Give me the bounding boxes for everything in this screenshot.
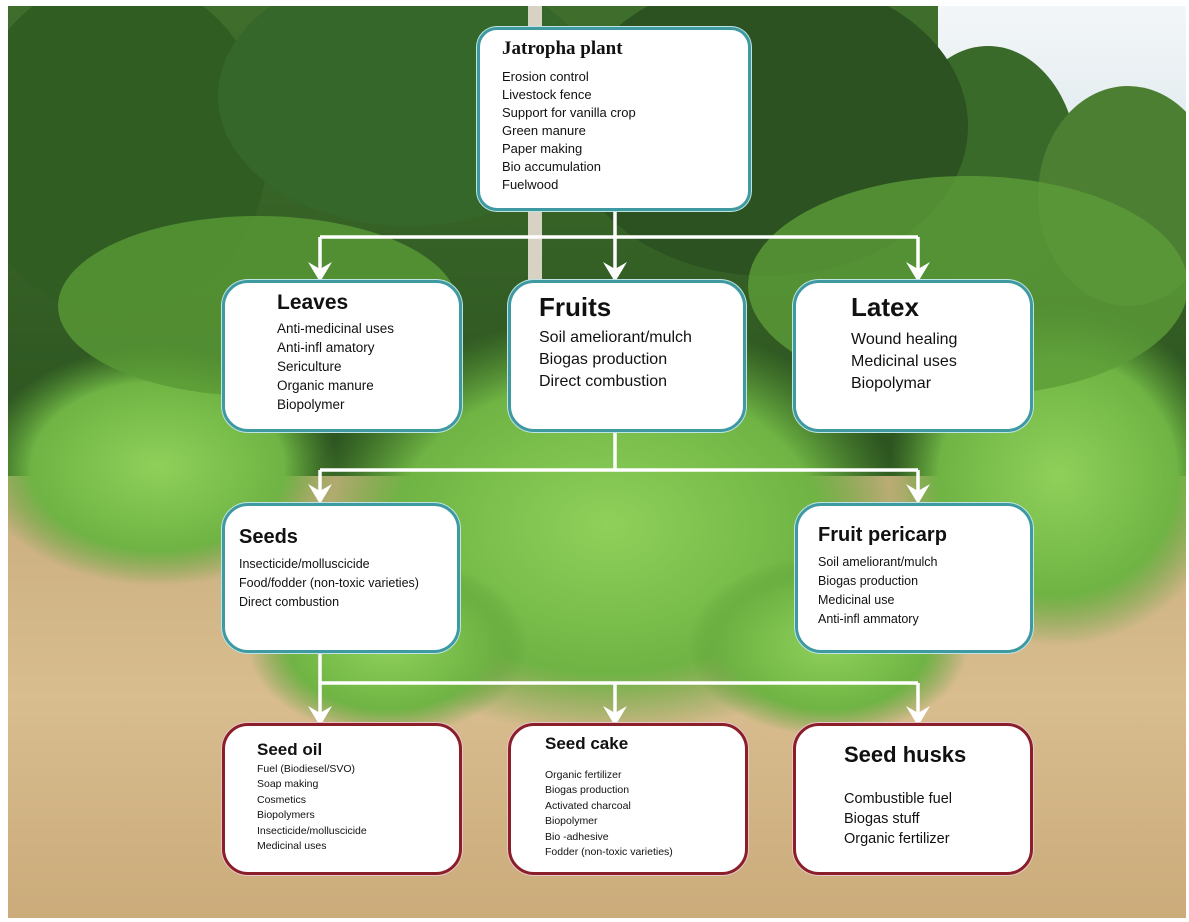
use-item: Biopolymer bbox=[545, 815, 598, 828]
node-uses-list: Fuel (Biodiesel/SVO) Soap making Cosmeti… bbox=[257, 762, 449, 855]
use-item: Anti-infl amatory bbox=[277, 340, 375, 356]
arrowhead bbox=[906, 706, 930, 726]
node-title: Fruit pericarp bbox=[818, 524, 947, 546]
use-item: Biogas production bbox=[818, 574, 919, 588]
use-item: Medicinal uses bbox=[257, 840, 327, 853]
node-uses-list: Erosion control Livestock fence Support … bbox=[502, 68, 726, 194]
jatropha-plant-box: Jatropha plant Erosion control Livestock… bbox=[477, 27, 751, 211]
arrowhead bbox=[906, 484, 930, 504]
seed-oil-box: Seed oil Fuel (Biodiesel/SVO) Soap makin… bbox=[222, 723, 462, 875]
use-item: Bio -adhesive bbox=[545, 830, 609, 843]
use-item: Support for vanilla crop bbox=[502, 104, 636, 120]
use-item: Activated charcoal bbox=[545, 799, 631, 812]
node-title: Seed oil bbox=[257, 740, 323, 759]
use-item: Sericulture bbox=[277, 359, 342, 375]
use-item: Anti-infl ammatory bbox=[818, 612, 919, 626]
seed-husks-box: Seed husks Combustible fuel Biogas stuff… bbox=[793, 723, 1033, 875]
node-title: Seed cake bbox=[545, 734, 629, 753]
use-item: Fuelwood bbox=[502, 176, 559, 192]
seed-cake-box: Seed cake Organic fertilizer Biogas prod… bbox=[508, 723, 748, 875]
use-item: Wound healing bbox=[851, 330, 958, 348]
arrowhead bbox=[308, 484, 332, 504]
leaves-box: Leaves Anti-medicinal uses Anti-infl ama… bbox=[222, 280, 462, 432]
use-item: Fodder (non-toxic varieties) bbox=[545, 846, 673, 859]
arrowhead bbox=[308, 706, 332, 726]
use-item: Cosmetics bbox=[257, 793, 307, 806]
use-item: Combustible fuel bbox=[844, 791, 952, 808]
seeds-box: Seeds Insecticide/molluscicide Food/fodd… bbox=[222, 503, 460, 653]
arrowhead bbox=[603, 262, 627, 282]
use-item: Soap making bbox=[257, 778, 319, 791]
use-item: Biopolymer bbox=[277, 397, 345, 413]
node-uses-list: Soil ameliorant/mulch Biogas production … bbox=[818, 553, 1018, 629]
use-item: Fuel (Biodiesel/SVO) bbox=[257, 762, 356, 775]
use-item: Insecticide/molluscicide bbox=[257, 824, 367, 837]
use-item: Erosion control bbox=[502, 68, 589, 84]
use-item: Biopolymar bbox=[851, 374, 932, 392]
use-item: Organic manure bbox=[277, 378, 374, 394]
use-item: Soil ameliorant/mulch bbox=[818, 555, 938, 569]
node-title: Fruits bbox=[539, 292, 612, 322]
node-uses-list: Organic fertilizer Biogas production Act… bbox=[545, 768, 735, 861]
use-item: Biogas stuff bbox=[844, 811, 920, 828]
arrowhead bbox=[603, 706, 627, 726]
node-uses-list: Anti-medicinal uses Anti-infl amatory Se… bbox=[277, 319, 439, 414]
arrowhead bbox=[308, 262, 332, 282]
arrowhead bbox=[906, 262, 930, 282]
node-title: Seeds bbox=[239, 526, 298, 548]
use-item: Organic fertilizer bbox=[545, 768, 622, 781]
node-title: Latex bbox=[851, 292, 919, 322]
use-item: Paper making bbox=[502, 140, 583, 156]
use-item: Insecticide/molluscicide bbox=[239, 557, 370, 571]
use-item: Organic fertilizer bbox=[844, 831, 950, 848]
node-uses-list: Soil ameliorant/mulch Biogas production … bbox=[539, 327, 725, 393]
node-uses-list: Insecticide/molluscicide Food/fodder (no… bbox=[239, 555, 447, 612]
use-item: Food/fodder (non-toxic varieties) bbox=[239, 576, 419, 590]
node-title: Seed husks bbox=[844, 742, 967, 767]
use-item: Biopolymers bbox=[257, 809, 315, 822]
use-item: Biogas production bbox=[539, 350, 668, 368]
use-item: Soil ameliorant/mulch bbox=[539, 328, 692, 346]
use-item: Anti-medicinal uses bbox=[277, 321, 395, 337]
use-item: Direct combustion bbox=[239, 595, 340, 609]
latex-box: Latex Wound healing Medicinal uses Biopo… bbox=[793, 280, 1033, 432]
node-uses-list: Combustible fuel Biogas stuff Organic fe… bbox=[844, 789, 1020, 849]
use-item: Direct combustion bbox=[539, 372, 668, 390]
fruits-box: Fruits Soil ameliorant/mulch Biogas prod… bbox=[508, 280, 746, 432]
use-item: Medicinal uses bbox=[851, 352, 957, 370]
node-title: Leaves bbox=[277, 291, 349, 314]
use-item: Green manure bbox=[502, 122, 586, 138]
use-item: Medicinal use bbox=[818, 593, 895, 607]
node-title: Jatropha plant bbox=[502, 38, 623, 59]
use-item: Livestock fence bbox=[502, 86, 592, 102]
use-item: Bio accumulation bbox=[502, 158, 601, 174]
fruit-pericarp-box: Fruit pericarp Soil ameliorant/mulch Bio… bbox=[795, 503, 1033, 653]
use-item: Biogas production bbox=[545, 784, 630, 797]
node-uses-list: Wound healing Medicinal uses Biopolymar bbox=[851, 329, 1012, 395]
